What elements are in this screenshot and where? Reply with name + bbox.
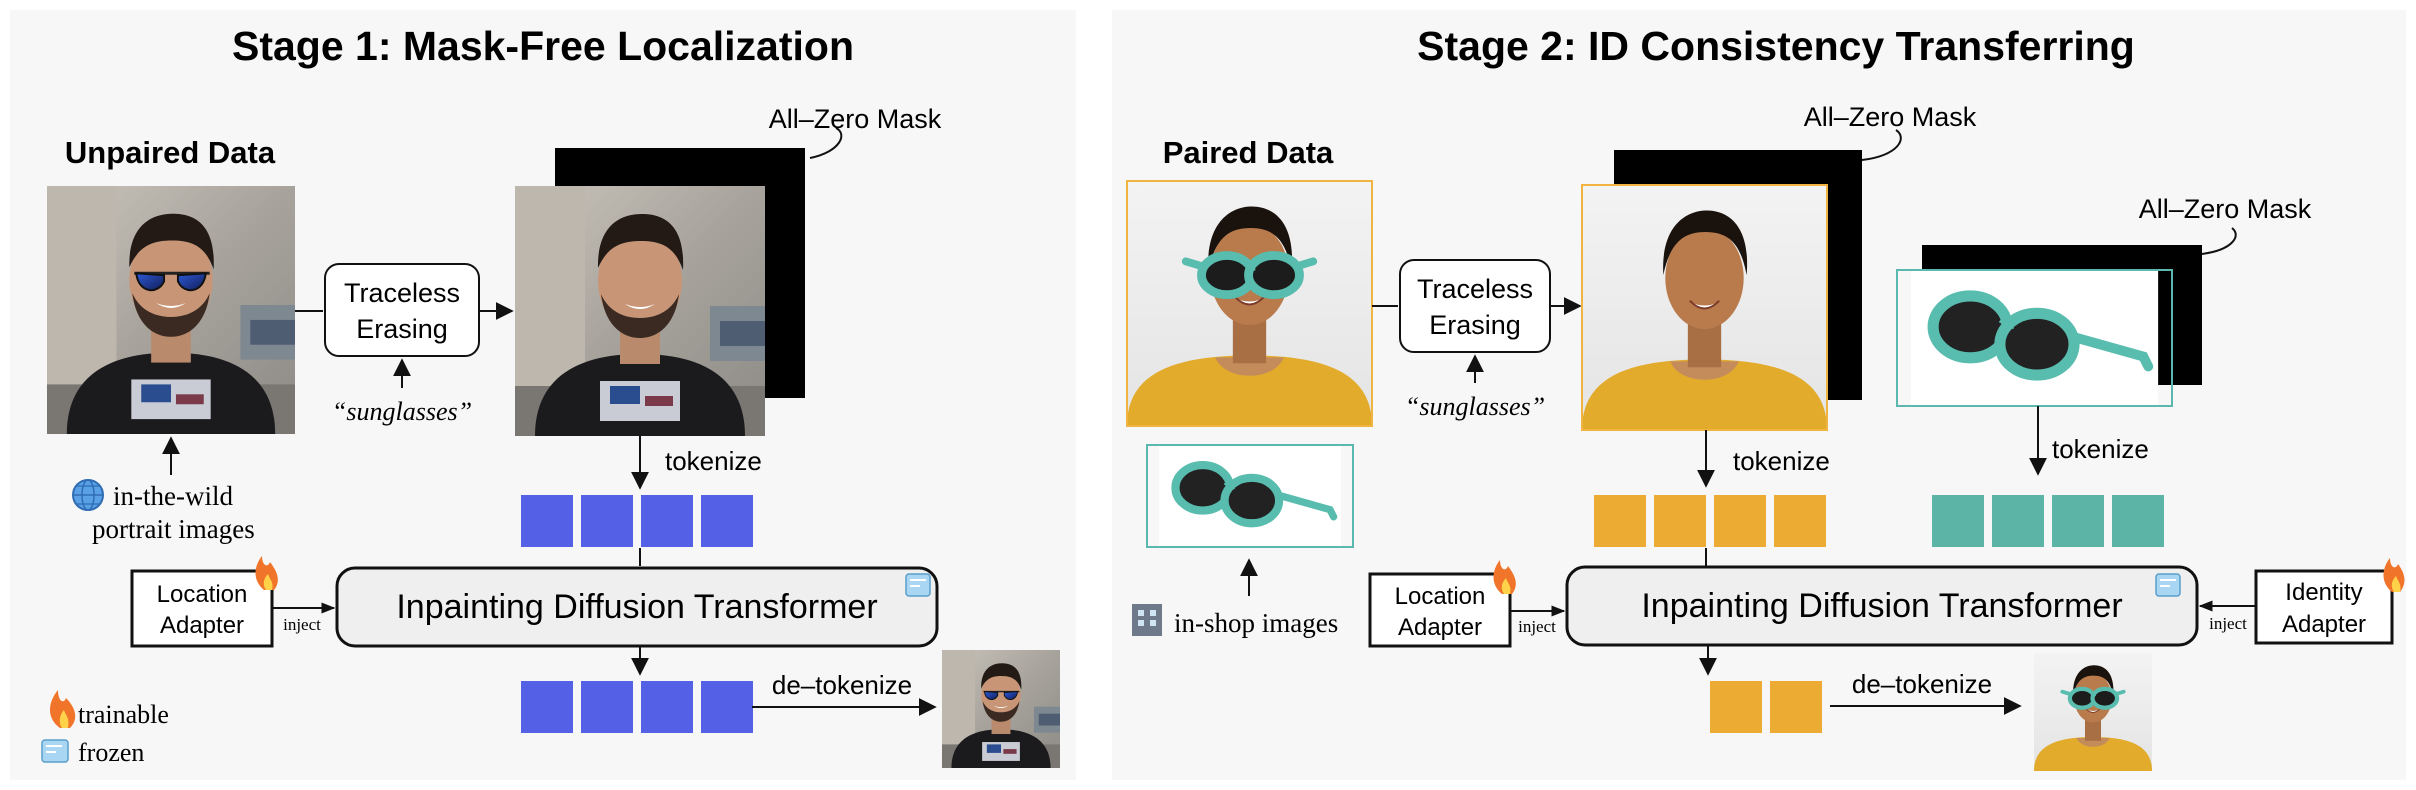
building-icon <box>1132 604 1162 636</box>
fire-icon <box>50 690 76 728</box>
stage1-output-tokens <box>521 681 753 733</box>
token-square <box>1992 495 2044 547</box>
stage2-input-image <box>1126 180 1373 427</box>
stage1-erasing-label-1: Traceless <box>344 278 460 308</box>
stage2-detokenize-label: de–tokenize <box>1852 669 1992 699</box>
stage2-person-tokens <box>1594 495 1826 547</box>
stage1-inject-label: inject <box>283 615 321 634</box>
stage1-transformer-box: Inpainting Diffusion Transformer <box>335 566 939 648</box>
stage2-mask-label-1: All–Zero Mask <box>1804 102 1977 132</box>
stage2-transformer-label: Inpainting Diffusion Transformer <box>1641 587 2122 625</box>
stage1-location-adapter: Location Adapter <box>130 569 274 648</box>
token-square <box>701 681 753 733</box>
token-square <box>641 681 693 733</box>
stage1-source-label-2: portrait images <box>92 514 255 544</box>
legend-trainable-label: trainable <box>78 700 169 729</box>
token-square <box>1770 681 1822 733</box>
token-square <box>1774 495 1826 547</box>
stage2-source-label: in-shop images <box>1174 608 1338 638</box>
stage2-identity-adapter-label-2: Adapter <box>2282 611 2366 638</box>
stage2-title: Stage 2: ID Consistency Transferring <box>1417 23 2135 69</box>
stage2-erased-image <box>1581 184 1828 431</box>
token-square <box>1654 495 1706 547</box>
token-square <box>2112 495 2164 547</box>
stage1-transformer-label: Inpainting Diffusion Transformer <box>396 588 877 626</box>
legend-frozen-label: frozen <box>78 738 144 767</box>
stage2-data-label: Paired Data <box>1163 135 1334 170</box>
token-square <box>641 495 693 547</box>
token-square <box>521 681 573 733</box>
stage2-mask-callout-1 <box>1861 129 1902 161</box>
stage1-title: Stage 1: Mask-Free Localization <box>232 23 854 69</box>
token-square <box>1932 495 1984 547</box>
fire-icon <box>2383 558 2405 592</box>
stage1-tokenize-label: tokenize <box>665 446 762 476</box>
stage2-tokenize-label-1: tokenize <box>1733 446 1830 476</box>
stage2-product-tokens <box>1932 495 2164 547</box>
token-square <box>581 495 633 547</box>
stage2-inject-label-left: inject <box>1518 617 1556 636</box>
stage1-mask-callout <box>809 127 843 159</box>
legend: trainable frozen <box>41 690 169 767</box>
fire-icon <box>255 556 278 590</box>
stage1-output-image <box>942 650 1060 768</box>
token-square <box>521 495 573 547</box>
stage2-output-image <box>2034 653 2152 771</box>
stage2-erasing-label-2: Erasing <box>1429 310 1521 340</box>
fire-icon <box>1493 560 1516 594</box>
stage1-erasing-label-2: Erasing <box>356 314 448 344</box>
stage2-location-adapter-label-1: Location <box>1395 583 1486 610</box>
token-square <box>701 495 753 547</box>
stage1-input-tokens <box>521 495 753 547</box>
stage1-adapter-label-1: Location <box>157 581 248 608</box>
stage1-adapter-label-2: Adapter <box>160 612 244 639</box>
token-square <box>1710 681 1762 733</box>
stage2-tokenize-label-2: tokenize <box>2052 434 2149 464</box>
stage1-erased-image <box>515 186 765 436</box>
stage2-mask-callout-2 <box>2201 227 2237 255</box>
stage2-product-image <box>1146 444 1354 548</box>
stage2-product-masked-image <box>1896 269 2173 407</box>
ice-cube-icon <box>905 573 931 597</box>
stage2-mask-label-2: All–Zero Mask <box>2139 194 2312 224</box>
stage2-identity-adapter-label-1: Identity <box>2285 579 2362 606</box>
stage2-inject-label-right: inject <box>2209 614 2247 633</box>
token-square <box>581 681 633 733</box>
token-square <box>2052 495 2104 547</box>
stage1-traceless-erasing-box: Traceless Erasing <box>324 263 480 357</box>
token-square <box>1714 495 1766 547</box>
stage1-prompt: “sunglasses” <box>332 397 472 426</box>
stage2-location-adapter: Location Adapter <box>1368 572 1512 648</box>
stage1-input-image <box>47 186 295 434</box>
stage2-traceless-erasing-box: Traceless Erasing <box>1399 259 1551 353</box>
token-square <box>1594 495 1646 547</box>
stage1-detokenize-label: de–tokenize <box>772 670 912 700</box>
stage1-data-label: Unpaired Data <box>65 135 276 170</box>
stage2-location-adapter-label-2: Adapter <box>1398 614 1482 641</box>
stage1-source-label-1: in-the-wild <box>113 481 233 511</box>
ice-cube-icon <box>41 739 69 763</box>
stage2-output-tokens <box>1710 681 1822 733</box>
stage1-mask-label: All–Zero Mask <box>769 104 942 134</box>
stage2-transformer-box: Inpainting Diffusion Transformer <box>1565 565 2199 647</box>
stage2-erasing-label-1: Traceless <box>1417 274 1533 304</box>
ice-cube-icon <box>2155 573 2181 597</box>
stage2-prompt: “sunglasses” <box>1405 392 1545 421</box>
stage2-identity-adapter: Identity Adapter <box>2254 569 2394 645</box>
globe-icon <box>72 479 104 511</box>
